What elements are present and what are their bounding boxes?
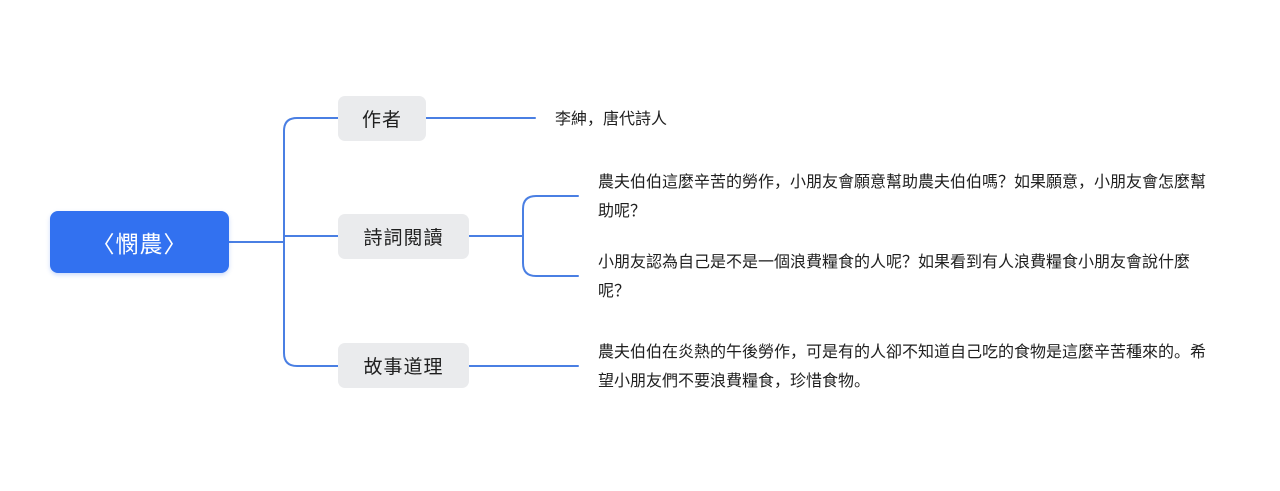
subtopic-reading-question-2[interactable]: 小朋友認為自己是不是一個浪費糧食的人呢？如果看到有人浪費糧食小朋友會說什麼呢？ [598, 252, 1191, 300]
subtopic-moral-detail[interactable]: 農夫伯伯在炎熱的午後勞作，可是有的人卻不知道自己吃的食物是這麼辛苦種來的。希望小… [598, 342, 1207, 390]
topic-label-reading: 詩詞閱讀 [363, 227, 444, 249]
root-topic-node[interactable]: 〈憫農〉 [50, 211, 229, 273]
topic-node-moral[interactable]: 故事道理 [338, 343, 469, 388]
root-topic-label: 〈憫農〉 [91, 232, 188, 258]
topic-label-author: 作者 [361, 109, 402, 131]
subtopic-reading-question-1[interactable]: 農夫伯伯這麼辛苦的勞作，小朋友會願意幫助農夫伯伯嗎？如果願意，小朋友會怎麼幫助呢… [598, 172, 1207, 220]
connector-to-author [283, 117, 339, 243]
topic-node-reading[interactable]: 詩詞閱讀 [338, 214, 469, 259]
topic-node-author[interactable]: 作者 [338, 96, 426, 141]
connector-reading-q2 [522, 235, 579, 277]
connector-to-moral [283, 241, 339, 367]
connector-reading-q1 [522, 195, 579, 237]
subtopic-author-detail[interactable]: 李紳，唐代詩人 [555, 109, 668, 128]
topic-label-moral: 故事道理 [363, 356, 444, 378]
